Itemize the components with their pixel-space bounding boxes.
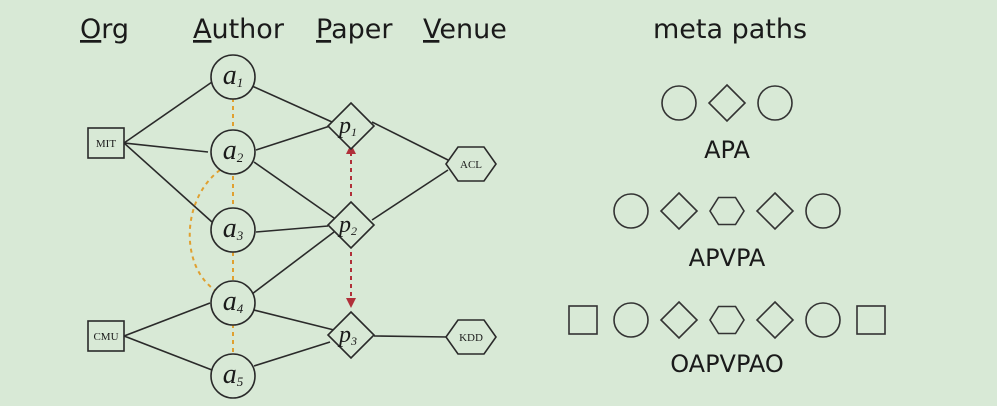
svg-text:a3: a3 bbox=[223, 213, 244, 244]
meta-paths-header: meta paths bbox=[653, 14, 807, 45]
meta-symbol-diamond bbox=[659, 191, 699, 231]
svg-text:a5: a5 bbox=[223, 359, 244, 390]
paper-node-p1: p1 bbox=[326, 101, 376, 151]
paper-relation-arrows bbox=[346, 144, 356, 308]
svg-text:MIT: MIT bbox=[96, 138, 116, 150]
edge-p3-kdd bbox=[373, 335, 449, 338]
meta-symbol-diamond bbox=[707, 83, 747, 123]
edge-mit-a3 bbox=[123, 142, 213, 223]
meta-symbol-diamond bbox=[755, 300, 795, 340]
arrowhead-down-p3 bbox=[346, 298, 356, 308]
svg-text:a2: a2 bbox=[223, 135, 244, 166]
meta-symbol-hexagon bbox=[709, 305, 745, 335]
meta-symbol-circle bbox=[805, 193, 841, 229]
meta-symbol-circle bbox=[613, 193, 649, 229]
meta-symbol-circle bbox=[661, 85, 697, 121]
graph-edges bbox=[123, 81, 449, 371]
meta-symbol-square bbox=[856, 305, 886, 335]
svg-text:KDD: KDD bbox=[459, 332, 483, 344]
meta-paths-panel: APA APVPA OAPVPAO bbox=[568, 83, 886, 378]
meta-symbol-hexagon bbox=[709, 196, 745, 226]
svg-text:a1: a1 bbox=[223, 60, 244, 91]
meta-path-label: OAPVPAO bbox=[670, 350, 784, 378]
dash-a2-a4-arc bbox=[188, 169, 221, 293]
svg-text:CMU: CMU bbox=[93, 331, 118, 343]
svg-text:Org: Org bbox=[80, 14, 129, 45]
meta-symbol-diamond bbox=[659, 300, 699, 340]
svg-text:ACL: ACL bbox=[460, 159, 482, 171]
meta-symbol-circle bbox=[805, 302, 841, 338]
author-node-a5: a5 bbox=[210, 353, 256, 399]
edge-a3-p2 bbox=[255, 225, 329, 233]
svg-text:Paper: Paper bbox=[316, 14, 393, 45]
org-node-cmu: CMU bbox=[87, 320, 125, 352]
column-header-author: Author bbox=[193, 14, 285, 45]
edge-a2-p2 bbox=[253, 161, 335, 219]
author-relation-dashes bbox=[188, 98, 234, 352]
svg-text:p2: p2 bbox=[337, 212, 357, 238]
column-header-paper: Paper bbox=[316, 14, 393, 45]
svg-text:p1: p1 bbox=[337, 113, 357, 139]
author-node-a2: a2 bbox=[210, 129, 256, 175]
column-header-venue: Venue bbox=[423, 14, 507, 45]
edge-mit-a1 bbox=[123, 81, 213, 144]
edge-p1-acl bbox=[371, 121, 449, 161]
edge-a4-p3 bbox=[253, 309, 335, 331]
author-node-a3: a3 bbox=[210, 207, 256, 253]
column-header-org: Org bbox=[80, 14, 129, 45]
org-node-mit: MIT bbox=[87, 127, 125, 159]
edge-a5-p3 bbox=[253, 341, 331, 367]
meta-symbol-diamond bbox=[755, 191, 795, 231]
paper-node-p3: p3 bbox=[326, 310, 376, 360]
meta-symbol-circle bbox=[613, 302, 649, 338]
svg-text:Venue: Venue bbox=[423, 14, 507, 45]
edge-mit-a2 bbox=[123, 142, 209, 153]
author-node-a1: a1 bbox=[210, 54, 256, 100]
meta-path-label: APVPA bbox=[689, 244, 766, 272]
svg-text:p3: p3 bbox=[337, 322, 357, 348]
venue-node-acl: ACL bbox=[445, 146, 497, 182]
edge-a1-p1 bbox=[251, 85, 333, 123]
meta-symbol-circle bbox=[757, 85, 793, 121]
paper-node-p2: p2 bbox=[326, 200, 376, 250]
meta-path-oapvpao: OAPVPAO bbox=[568, 300, 886, 378]
edge-cmu-a5 bbox=[123, 335, 213, 371]
svg-text:a4: a4 bbox=[223, 286, 244, 317]
meta-symbol-square bbox=[568, 305, 598, 335]
author-node-a4: a4 bbox=[210, 280, 256, 326]
svg-text:Author: Author bbox=[193, 14, 285, 45]
venue-node-kdd: KDD bbox=[445, 319, 497, 355]
meta-path-apvpa: APVPA bbox=[613, 191, 841, 272]
meta-path-apa: APA bbox=[661, 83, 793, 164]
meta-path-label: APA bbox=[704, 136, 750, 164]
edge-a2-p1 bbox=[255, 125, 331, 151]
edge-p2-acl bbox=[371, 169, 449, 221]
edge-a4-p2 bbox=[251, 231, 335, 295]
edge-cmu-a4 bbox=[123, 302, 211, 337]
